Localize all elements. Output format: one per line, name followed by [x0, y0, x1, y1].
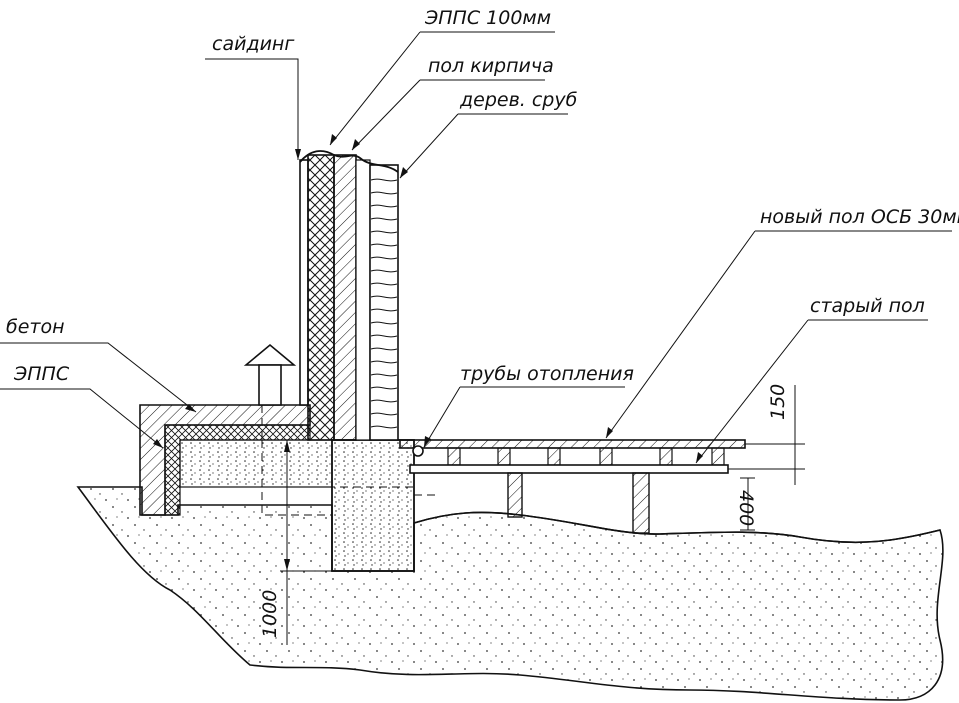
new-floor-joist: [447, 447, 461, 466]
log-grain-line: [370, 282, 398, 286]
log-grain-line: [370, 425, 398, 429]
leader-log: [399, 113, 568, 179]
log-grain-line: [370, 412, 398, 416]
log-grain-line: [370, 243, 398, 247]
leader-new-floor: [605, 230, 952, 439]
leader-xps: [0, 388, 164, 449]
leader-siding: [205, 58, 299, 160]
new-floor-joist: [659, 447, 673, 466]
label-xps-wall: ЭППС 100мм: [424, 7, 551, 29]
dimension-400: [740, 477, 755, 531]
label-siding: сайдинг: [212, 33, 295, 55]
air-gap: [355, 159, 371, 441]
half-brick: [333, 154, 357, 441]
dimension-1000: [280, 440, 340, 645]
leader-half-brick: [351, 79, 545, 151]
dimension-150: [728, 385, 805, 485]
new-floor-joist: [547, 447, 561, 466]
xps-wall: [307, 154, 335, 441]
dimension-label-150: 150: [767, 384, 789, 420]
log-grain-line: [370, 217, 398, 221]
log-grain-line: [370, 347, 398, 351]
old-floor-post-1: [507, 472, 523, 518]
leader-xps-wall: [329, 31, 555, 146]
sand-bed: [179, 439, 333, 488]
label-heating-pipes: трубы отопления: [460, 363, 634, 385]
ground: [76, 486, 944, 701]
log-grain-line: [370, 334, 398, 338]
heating-pipe: [412, 445, 424, 457]
new-floor-joists: [447, 447, 725, 466]
log-grain-line: [370, 373, 398, 377]
log-grain-line: [370, 191, 398, 195]
new-floor-joist: [599, 447, 613, 466]
break-line: [299, 150, 399, 173]
log-wall: [369, 164, 399, 441]
log-grain-line: [370, 269, 398, 273]
log-grain-line: [370, 230, 398, 234]
siding: [299, 159, 309, 406]
label-new-floor: новый пол ОСБ 30мм: [760, 206, 959, 228]
log-grain-line: [370, 178, 398, 182]
vent-pipe: [243, 343, 297, 440]
leader-pipes: [423, 386, 625, 448]
label-xps: ЭППС: [13, 363, 70, 385]
new-floor-joist: [711, 447, 725, 466]
log-grain-line: [370, 399, 398, 403]
label-concrete: бетон: [6, 316, 65, 338]
log-grain-line: [370, 321, 398, 325]
leader-arrowheads: [153, 134, 703, 463]
log-grain-line: [370, 256, 398, 260]
label-half-brick: пол кирпича: [428, 55, 554, 77]
new-floor-osb: [399, 439, 746, 449]
dimension-label-1000: 1000: [259, 590, 281, 638]
log-grain-line: [370, 360, 398, 364]
old-floor-post-2: [632, 472, 650, 534]
label-old-floor: старый пол: [810, 295, 925, 317]
label-log-house: дерев. сруб: [459, 89, 578, 111]
dimension-label-400: 400: [735, 490, 757, 526]
leaders: [0, 31, 952, 464]
log-grain-line: [370, 204, 398, 208]
log-grain-line: [370, 295, 398, 299]
log-wall-grain: [370, 178, 398, 429]
old-floor: [409, 464, 729, 474]
foundation-block: [331, 439, 415, 572]
hidden-lines: [261, 440, 440, 516]
leader-concrete: [0, 342, 197, 413]
underfloor-soil-edge: [413, 511, 941, 544]
leader-old-floor: [695, 319, 928, 464]
new-floor-joist: [497, 447, 511, 466]
log-grain-line: [370, 386, 398, 390]
log-grain-line: [370, 308, 398, 312]
